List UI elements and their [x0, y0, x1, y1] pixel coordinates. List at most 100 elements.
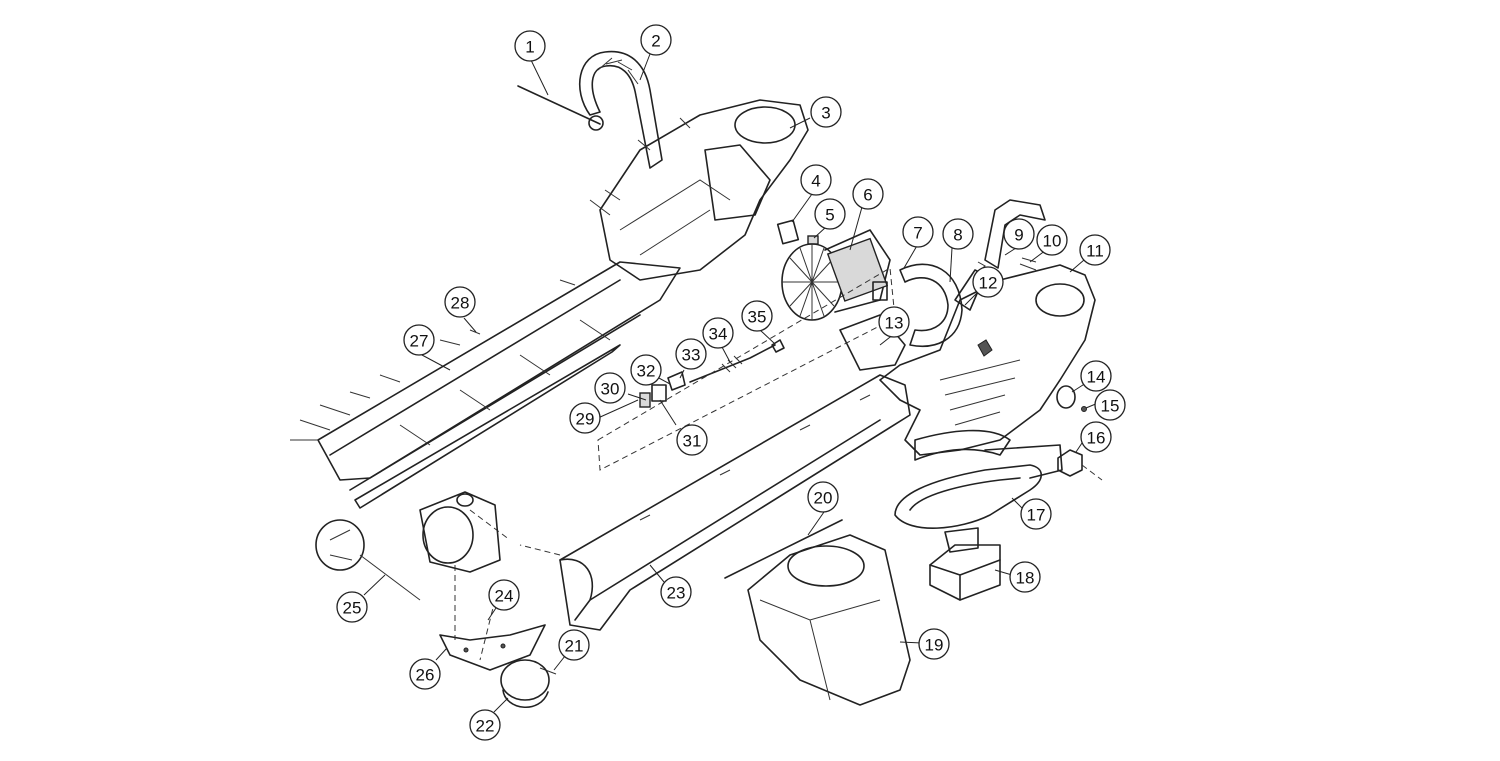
- part-20-wire: [724, 519, 843, 579]
- callout-9: 9: [1003, 218, 1035, 250]
- callout-3: 3: [810, 96, 842, 128]
- callout-35: 35: [741, 300, 773, 332]
- callout-4: 4: [800, 164, 832, 196]
- part-15-screw: [1081, 406, 1087, 412]
- callout-number: 11: [1086, 242, 1104, 261]
- callout-number: 4: [811, 172, 820, 191]
- part-27-long-tube-half: [290, 261, 681, 509]
- callout-number: 7: [913, 224, 922, 243]
- callout-number: 30: [601, 380, 620, 399]
- callout-8: 8: [942, 218, 974, 250]
- part-18-box: [929, 527, 1001, 601]
- part-16-connector: [1057, 449, 1103, 481]
- part-24-end-cap: [419, 491, 501, 573]
- callout-31: 31: [676, 424, 708, 456]
- callout-10: 10: [1036, 224, 1068, 256]
- callout-number: 5: [825, 206, 834, 225]
- callout-number: 32: [637, 362, 656, 381]
- callout-number: 26: [416, 666, 435, 685]
- part-22-cap: [500, 659, 550, 709]
- callout-34: 34: [702, 317, 734, 349]
- callout-number: 16: [1087, 429, 1106, 448]
- part-13-main-housing: [879, 264, 1096, 461]
- part-9-flange: [839, 314, 906, 371]
- callout-number: 18: [1016, 569, 1035, 588]
- callout-20: 20: [807, 481, 839, 513]
- callout-22: 22: [469, 709, 501, 741]
- part-26-bracket: [439, 624, 546, 671]
- callout-19: 19: [918, 628, 950, 660]
- part-17-base-tray: [894, 444, 1063, 529]
- part-2-handle: [578, 50, 663, 169]
- callout-number: 15: [1101, 397, 1120, 416]
- callout-16: 16: [1080, 421, 1112, 453]
- callout-7: 7: [902, 216, 934, 248]
- callout-number: 35: [748, 308, 767, 327]
- callout-17: 17: [1020, 498, 1052, 530]
- callout-number: 6: [863, 186, 872, 205]
- assembly-guides: [454, 267, 896, 661]
- callout-number: 29: [576, 410, 595, 429]
- callout-11: 11: [1079, 234, 1111, 266]
- callout-33: 33: [675, 338, 707, 370]
- callout-23: 23: [660, 576, 692, 608]
- part-14-knob: [1056, 385, 1076, 409]
- callout-number: 17: [1027, 506, 1046, 525]
- callout-2: 2: [640, 24, 672, 56]
- callout-29: 29: [569, 402, 601, 434]
- callout-number: 2: [651, 32, 660, 51]
- callout-number: 28: [451, 294, 470, 313]
- part-19-bag: [747, 534, 911, 706]
- callout-number: 20: [814, 489, 833, 508]
- part-5-clip: [807, 235, 819, 245]
- callout-number: 22: [476, 717, 495, 736]
- callout-number: 19: [925, 636, 944, 655]
- part-32-33-socket: [667, 371, 686, 391]
- callout-25: 25: [336, 591, 368, 623]
- callout-number: 9: [1014, 226, 1023, 245]
- callout-30: 30: [594, 372, 626, 404]
- part-3-upper-housing: [589, 99, 809, 281]
- callout-number: 33: [682, 346, 701, 365]
- part-21-screw: [539, 667, 557, 675]
- callout-number: 3: [821, 104, 830, 123]
- callout-32: 32: [630, 354, 662, 386]
- callout-14: 14: [1080, 360, 1112, 392]
- callout-number: 27: [410, 332, 429, 351]
- callout-28: 28: [444, 286, 476, 318]
- callout-number: 34: [709, 325, 728, 344]
- callout-number: 25: [343, 599, 362, 618]
- callout-number: 31: [683, 432, 702, 451]
- part-11-lever: [984, 199, 1046, 269]
- part-12-screws: [1019, 257, 1037, 271]
- callout-number: 21: [565, 637, 584, 656]
- callout-13: 13: [878, 306, 910, 338]
- callout-24: 24: [488, 579, 520, 611]
- callout-number: 24: [495, 587, 514, 606]
- part-7-fan-cover: [899, 263, 963, 347]
- callout-5: 5: [814, 198, 846, 230]
- part-6-motor-fan: [781, 229, 891, 321]
- callout-21: 21: [558, 629, 590, 661]
- callout-15: 15: [1094, 389, 1126, 421]
- leader-lines: [363, 53, 1099, 713]
- part-1-rod: [517, 85, 604, 131]
- callout-number: 12: [979, 274, 998, 293]
- callout-number: 23: [667, 584, 686, 603]
- part-25-end-ring: [315, 519, 421, 601]
- callout-number: 10: [1043, 232, 1062, 251]
- callout-number: 1: [525, 38, 534, 57]
- callout-number: 8: [953, 226, 962, 245]
- callout-27: 27: [403, 324, 435, 356]
- callout-26: 26: [409, 658, 441, 690]
- part-23-lower-tube: [559, 374, 911, 631]
- callout-6: 6: [852, 178, 884, 210]
- callout-12: 12: [972, 266, 1004, 298]
- callout-1: 1: [514, 30, 546, 62]
- callout-18: 18: [1009, 561, 1041, 593]
- part-4-plate: [776, 219, 800, 245]
- callout-number: 14: [1087, 368, 1106, 387]
- callout-number: 13: [885, 314, 904, 333]
